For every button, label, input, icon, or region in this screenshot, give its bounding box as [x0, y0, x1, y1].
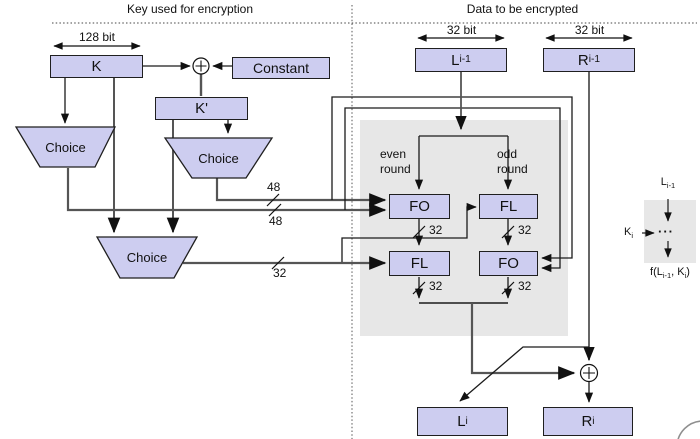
bus32-label: 32 [429, 279, 443, 293]
fo-bottom-box: FO [479, 251, 538, 276]
mini-input-label: Li-1 [660, 176, 676, 191]
r-width-label: 32 bit [574, 23, 605, 37]
wire-choice2-to-fo [215, 178, 387, 207]
fl-top-box: FL [479, 194, 538, 219]
bus32-label: 32 [518, 279, 532, 293]
l-width-label: 32 bit [446, 23, 477, 37]
wire-r-to-lout [459, 346, 589, 402]
k-box: K [50, 55, 143, 78]
fo-top-box: FO [389, 194, 450, 219]
bus32-label: 32 [518, 223, 532, 237]
mini-output-label: f(Li-1, Ki) [650, 266, 690, 281]
kprime-box: K' [155, 97, 248, 120]
fo-key1-width-label: 48 [267, 180, 281, 194]
round-function-panel [360, 120, 568, 336]
key-section-title: Key used for encryption [126, 2, 254, 16]
fo-key2-width-label: 48 [269, 214, 283, 228]
key-width-label: 128 bit [78, 30, 116, 44]
xor-icon [192, 57, 210, 75]
choice2-trapezoid [163, 137, 274, 179]
choice3-trapezoid [95, 236, 199, 279]
even-round-note: even round [380, 147, 411, 176]
choice1-label: Choice [45, 139, 86, 155]
corner-logo-arc [677, 420, 700, 439]
bus-width-slashes [266, 193, 515, 295]
choice3-label: Choice [126, 250, 168, 265]
wire-fokey-bus-inner [344, 107, 561, 273]
wire-choice1-to-fo [66, 168, 387, 217]
data-section-title: Data to be encrypted [466, 2, 579, 16]
fl-bottom-box: FL [389, 251, 450, 276]
wire-flkey-branch [341, 202, 477, 262]
constant-box: Constant [232, 57, 330, 79]
wire-roundout-to-xor [470, 303, 576, 380]
mini-dots: ··· [658, 224, 674, 239]
mini-key-label: Ki [624, 226, 634, 241]
mini-diagram-arrows [642, 199, 672, 258]
wire-fokey-bus-outer [331, 96, 573, 263]
choice1-trapezoid [14, 126, 117, 168]
bus32-label: 32 [429, 223, 443, 237]
odd-round-note: odd round [497, 147, 528, 176]
fl-key-width-label: 32 [273, 266, 287, 280]
xor-icon [579, 363, 599, 383]
choice2-label: Choice [198, 150, 239, 166]
